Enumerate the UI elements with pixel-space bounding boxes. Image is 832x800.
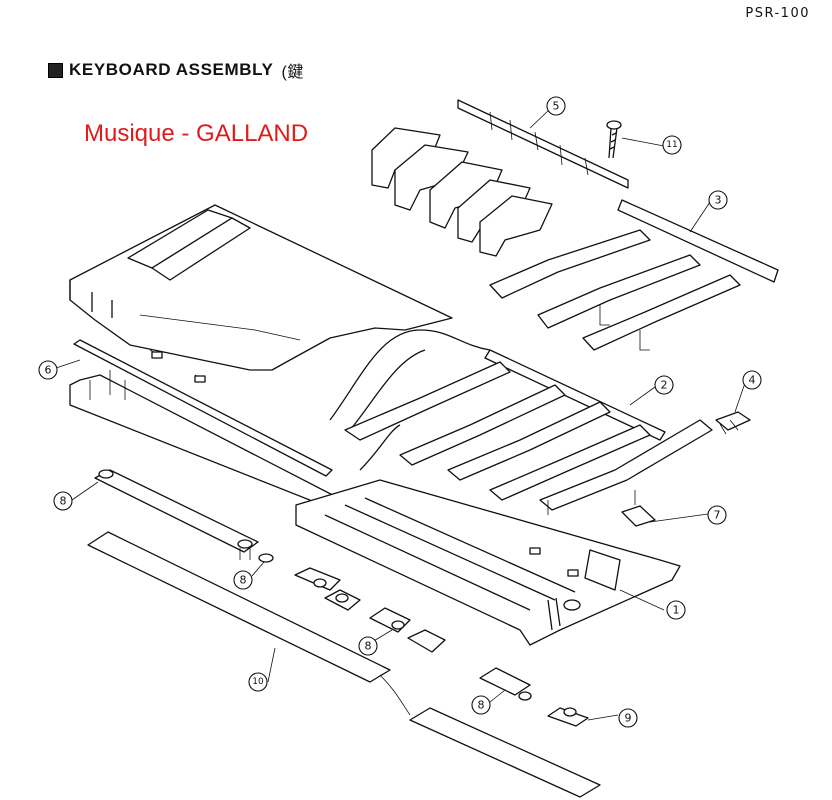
black-key-group bbox=[489, 199, 779, 351]
callout-4: 4 bbox=[742, 370, 762, 390]
callout-2-label: 2 bbox=[661, 379, 668, 392]
screw-part bbox=[606, 120, 622, 159]
callout-6-label: 6 bbox=[45, 364, 52, 377]
callout-8d-label: 8 bbox=[478, 699, 485, 712]
callout-7-label: 7 bbox=[714, 509, 721, 522]
callout-8c: 8 bbox=[358, 636, 378, 656]
watermark-text: Musique - GALLAND bbox=[84, 120, 309, 147]
callout-8b-label: 8 bbox=[240, 574, 247, 587]
contact-strip-group bbox=[294, 567, 532, 701]
key-stack-top bbox=[69, 204, 453, 371]
white-key-lower-group bbox=[344, 349, 713, 515]
white-key-group bbox=[371, 99, 629, 257]
callout-4-label: 4 bbox=[749, 374, 756, 387]
callout-11: 11 bbox=[662, 135, 682, 155]
callout-1-label: 1 bbox=[673, 604, 680, 617]
strip-part bbox=[621, 505, 656, 527]
callout-7: 7 bbox=[707, 505, 727, 525]
title-square-bullet bbox=[48, 62, 63, 78]
clip-part bbox=[547, 707, 589, 727]
callout-6: 6 bbox=[38, 360, 58, 380]
model-number: PSR-100 bbox=[745, 6, 810, 21]
callout-8c-label: 8 bbox=[365, 640, 372, 653]
callout-9: 9 bbox=[618, 708, 638, 728]
callout-10: 10 bbox=[248, 672, 268, 692]
callout-10-label: 10 bbox=[252, 677, 264, 687]
callout-3: 3 bbox=[708, 190, 728, 210]
page-title: KEYBOARD ASSEMBLY (鍵 bbox=[48, 58, 304, 82]
callout-8b: 8 bbox=[233, 570, 253, 590]
callout-8a: 8 bbox=[53, 491, 73, 511]
title-text: KEYBOARD ASSEMBLY bbox=[69, 60, 274, 79]
connector-part bbox=[715, 411, 751, 435]
felt-strip bbox=[87, 531, 601, 798]
callout-2: 2 bbox=[654, 375, 674, 395]
callout-5-label: 5 bbox=[553, 100, 560, 113]
callout-8d: 8 bbox=[471, 695, 491, 715]
title-suffix: (鍵 bbox=[281, 64, 305, 81]
leader-lines bbox=[55, 109, 746, 721]
break-lines bbox=[329, 329, 491, 471]
bottom-case bbox=[295, 479, 681, 646]
callout-11-label: 11 bbox=[666, 140, 677, 150]
callout-3-label: 3 bbox=[715, 194, 722, 207]
callout-8a-label: 8 bbox=[60, 495, 67, 508]
rubber-contact-rail bbox=[94, 469, 274, 563]
callout-9-label: 9 bbox=[625, 712, 632, 725]
callout-5: 5 bbox=[546, 96, 566, 116]
callout-1: 1 bbox=[666, 600, 686, 620]
